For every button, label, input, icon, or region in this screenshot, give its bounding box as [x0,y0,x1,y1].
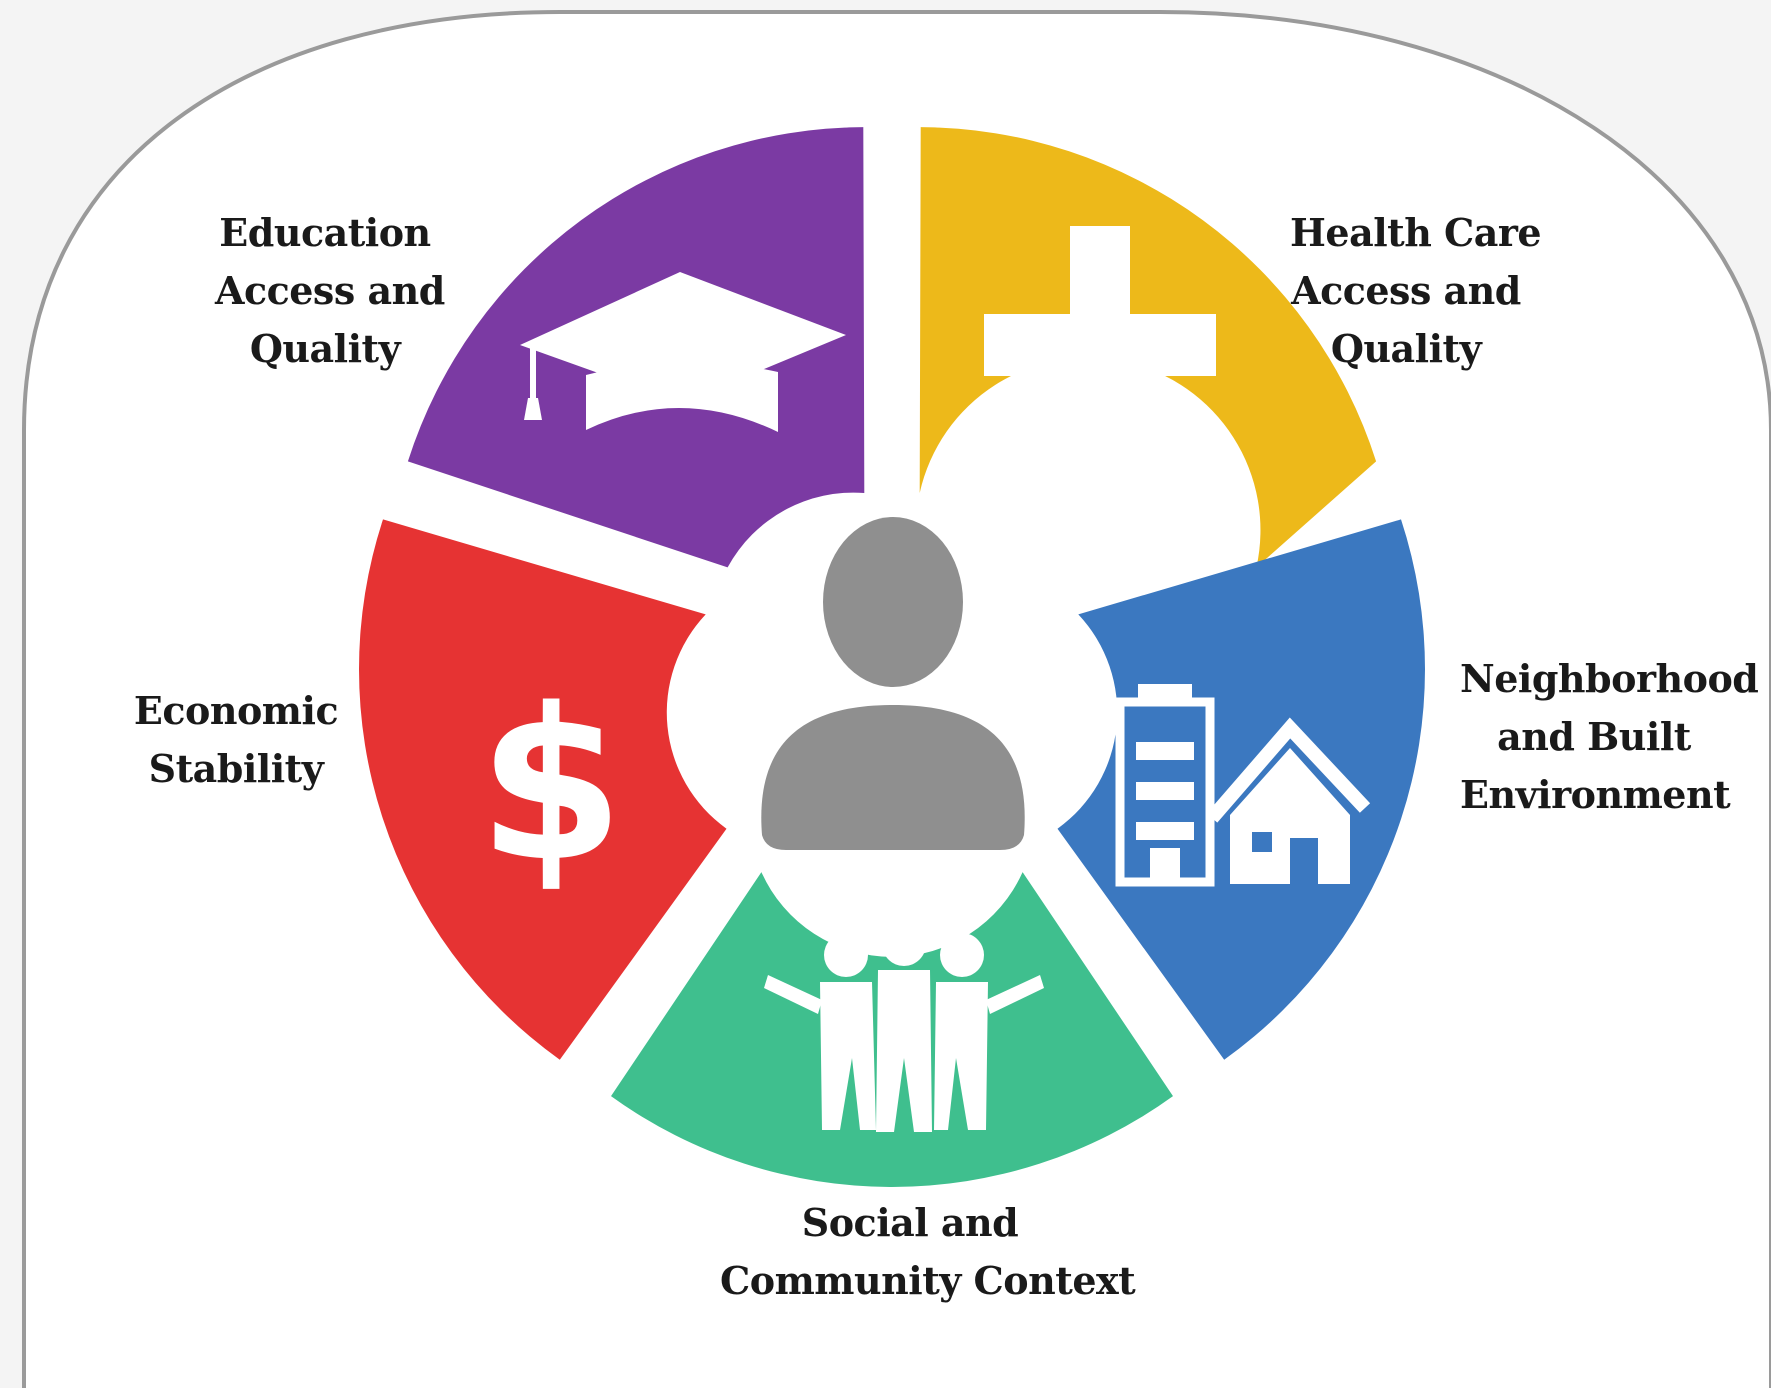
building-and-house-icon [1115,684,1371,887]
label-line: Quality [249,326,401,371]
label-line: Access and [215,268,445,313]
label-health-care: Health Care Access and Quality [1290,204,1542,378]
label-line: Access and [1291,268,1521,313]
label-line: Quality [1330,326,1482,371]
label-economic: Economic Stability [126,682,346,798]
label-line: Health Care [1290,210,1542,255]
label-line: Environment [1460,772,1731,817]
group-of-people-icon [764,922,1044,1132]
label-line: Community Context [720,1258,1136,1303]
label-line: and Built [1497,714,1691,759]
label-social: Social and Community Context [720,1194,1136,1310]
person-icon [761,517,1025,850]
label-line: Stability [148,746,324,791]
label-line: Education [219,210,431,255]
graduation-cap-icon [520,272,846,432]
segment-economic [359,519,727,1060]
label-line: Social and [801,1200,1019,1245]
label-neighborhood: Neighborhood and Built Environment [1460,650,1759,824]
label-line: Economic [133,688,339,733]
label-line: Neighborhood [1460,656,1759,701]
label-education: Education Access and Quality [215,204,445,378]
medical-cross-icon [984,226,1216,464]
dollar-sign-icon: $ [478,663,624,908]
